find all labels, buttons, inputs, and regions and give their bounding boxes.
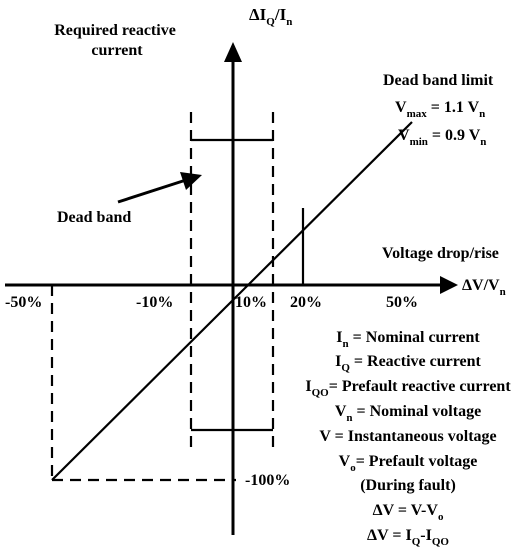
tick-label-plus50: 50% [386, 294, 418, 311]
dead-band-arrow-head [180, 172, 202, 190]
tick-label-minus100: -100% [245, 472, 290, 489]
legend-vn: Vn = Nominal voltage [335, 403, 481, 424]
legend-di-eq: ΔV = IQ-IQO [367, 527, 449, 548]
vmin-label: Vmin = 0.9 Vn [398, 127, 486, 148]
legend-dv-eq: ΔV = V-Vo [373, 502, 444, 523]
dead-band-limit-title: Dead band limit [383, 72, 494, 89]
tick-label-plus20: 20% [290, 294, 322, 311]
x-axis-arrowhead [440, 276, 458, 294]
tick-label-plus10: 10% [235, 294, 267, 311]
vmax-label: Vmax = 1.1 Vn [395, 99, 485, 120]
required-reactive-current-label: Required reactive current [54, 22, 180, 59]
x-axis-title: Voltage drop/rise [382, 245, 499, 262]
legend-in: In = Nominal current [336, 329, 480, 350]
y-axis-label: ΔIQ/In [249, 5, 292, 28]
legend-vo: Vo= Prefault voltage [339, 453, 478, 474]
tick-label-minus50: -50% [5, 294, 42, 311]
legend-v: V = Instantaneous voltage [319, 428, 496, 445]
legend-during-fault: (During fault) [360, 477, 456, 494]
characteristic-line [51, 121, 413, 481]
dead-band-label: Dead band [57, 209, 131, 226]
y-axis-arrowhead [224, 42, 242, 62]
legend-iq: IQ = Reactive current [335, 353, 481, 374]
tick-label-minus10: -10% [136, 294, 173, 311]
legend-iqo: IQO= Prefault reactive current [305, 378, 511, 399]
legend: In = Nominal current IQ = Reactive curre… [305, 329, 511, 548]
dead-band-arrow-shaft [117, 178, 187, 204]
x-axis-unit: ΔV/Vn [462, 277, 506, 298]
